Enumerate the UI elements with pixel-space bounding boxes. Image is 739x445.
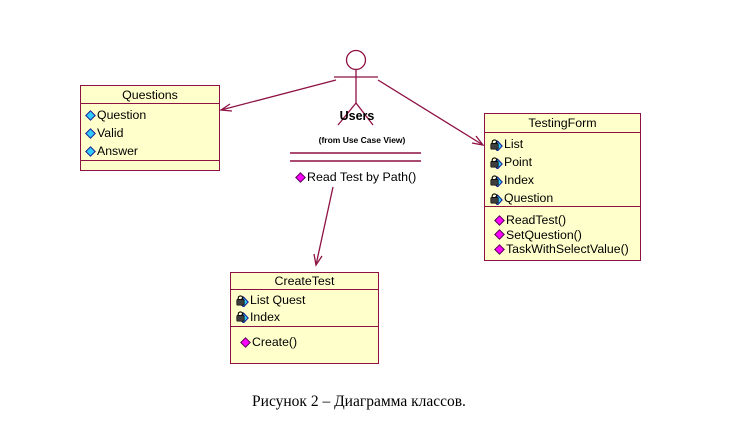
association-users-questions — [219, 79, 337, 112]
operation-label: ReadTest() — [506, 213, 567, 228]
public-attribute-icon — [85, 127, 96, 139]
attribute-label: Question — [504, 191, 554, 205]
private-attribute-icon — [235, 310, 249, 324]
actor-operation-row: Read Test by Path() — [295, 169, 416, 185]
attribute-row: Index — [231, 309, 378, 326]
attribute-label: Point — [504, 155, 533, 169]
attribute-label: Index — [250, 309, 281, 324]
operation-icon — [494, 229, 505, 241]
operations-compartment: ReadTest() SetQuestion() TaskWithSelectV… — [485, 206, 640, 260]
attribute-label: List — [504, 137, 524, 151]
attribute-label: Question — [97, 108, 147, 122]
figure-caption: Рисунок 2 – Диаграмма классов. — [252, 393, 466, 410]
attribute-row: List Quest — [231, 292, 378, 309]
operation-row: ReadTest() — [485, 213, 640, 228]
attribute-label: Valid — [97, 126, 124, 140]
private-attribute-icon — [489, 174, 503, 187]
class-name: Questions — [81, 86, 219, 104]
class-questions: Questions Question Valid Answer — [80, 85, 220, 171]
attribute-label: Index — [504, 173, 535, 187]
open-arrowhead-icon — [471, 135, 485, 146]
private-attribute-icon — [235, 294, 249, 307]
operation-icon — [240, 336, 251, 348]
class-testingform: TestingForm List Point Index Question — [484, 113, 641, 261]
operation-icon — [494, 243, 505, 255]
open-arrowhead-icon — [313, 253, 323, 267]
operation-row: Create() — [231, 335, 378, 349]
actor-name-label: Users — [339, 109, 375, 123]
operations-compartment — [81, 160, 219, 170]
association-line — [220, 79, 337, 111]
attribute-row: Valid — [81, 124, 219, 142]
operation-icon — [295, 171, 306, 183]
association-line — [315, 186, 334, 266]
class-name: CreateTest — [231, 273, 378, 290]
operations-compartment: Create() — [231, 326, 378, 363]
actor-compartment-separators — [290, 152, 421, 162]
actor-operation-label: Read Test by Path() — [307, 170, 417, 184]
attribute-row: Index — [485, 171, 640, 189]
operation-label: Create() — [252, 335, 298, 349]
operation-row: SetQuestion() — [485, 228, 640, 243]
attribute-label: Answer — [97, 144, 139, 158]
operation-icon — [494, 214, 505, 226]
private-attribute-icon — [489, 138, 503, 151]
attribute-row: Point — [485, 153, 640, 171]
attribute-row: List — [485, 135, 640, 153]
private-attribute-icon — [489, 192, 503, 205]
attribute-row: Question — [81, 106, 219, 124]
attributes-compartment: List Point Index Question — [485, 133, 640, 206]
attributes-compartment: Question Valid Answer — [81, 104, 219, 160]
attribute-label: List Quest — [250, 293, 306, 308]
attributes-compartment: List Quest Index — [231, 290, 378, 326]
class-createtest: CreateTest List Quest Index Create() — [230, 272, 379, 364]
association-users-createtest — [313, 186, 334, 267]
private-attribute-icon — [489, 156, 503, 169]
attribute-row: Question — [485, 189, 640, 207]
open-arrowhead-icon — [219, 103, 233, 112]
attribute-row: Answer — [81, 142, 219, 160]
public-attribute-icon — [85, 109, 96, 121]
public-attribute-icon — [85, 145, 96, 157]
actor-head — [345, 49, 367, 71]
class-name: TestingForm — [485, 114, 640, 133]
operation-row: TaskWithSelectValue() — [485, 242, 640, 257]
operation-label: SetQuestion() — [506, 227, 582, 242]
actor-origin-label: (from Use Case View) — [318, 135, 406, 145]
operation-label: TaskWithSelectValue() — [506, 242, 629, 257]
